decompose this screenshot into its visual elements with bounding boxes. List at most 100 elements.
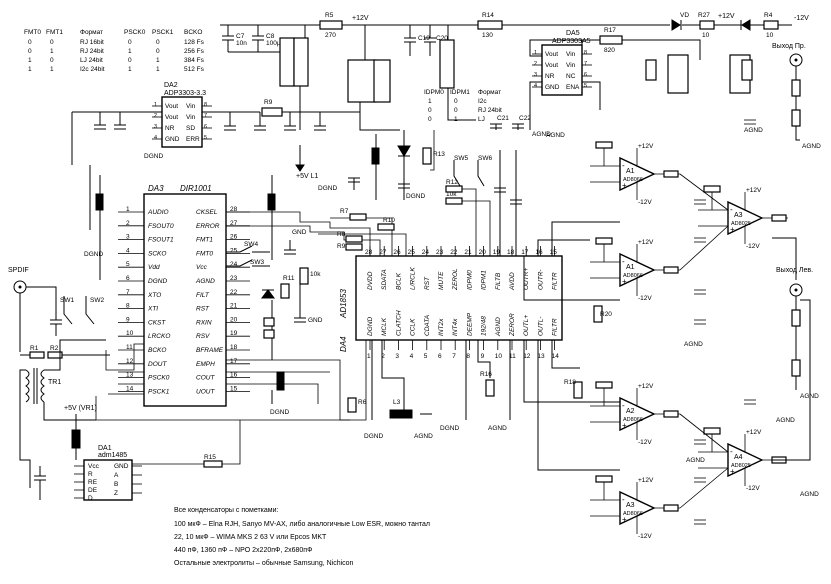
table-cell: 1 bbox=[50, 48, 54, 55]
idpm-cell: 0 bbox=[454, 98, 458, 105]
table-cell: 1 bbox=[50, 66, 54, 73]
da1-name: DA1 bbox=[98, 445, 112, 452]
notes-title: Все конденсаторы с пометками: bbox=[174, 507, 279, 514]
table-cell: 0 bbox=[156, 39, 160, 46]
pin-number: 1 bbox=[534, 50, 537, 56]
r17-label: R17 bbox=[604, 27, 616, 34]
da4-pin-label: CLATCH bbox=[395, 310, 402, 336]
da3-pin-label: RXIN bbox=[196, 319, 212, 326]
idpm-header-0: IDPM0 bbox=[424, 89, 444, 96]
opamp-vminus: -12V bbox=[638, 199, 652, 206]
r11-label: R11 bbox=[283, 275, 295, 282]
da1-body bbox=[83, 459, 133, 501]
r18-label: R18 bbox=[564, 379, 576, 386]
da1-pin-label: Vcc bbox=[88, 463, 100, 470]
r16-label: R16 bbox=[480, 371, 492, 378]
pin-label: Vin bbox=[186, 103, 196, 110]
da4-pin-label: 192/48 bbox=[481, 316, 488, 336]
da3-pin-label: SCKO bbox=[148, 250, 166, 257]
table-cell: 1 bbox=[156, 66, 160, 73]
opamp-vplus: +12V bbox=[746, 429, 762, 436]
da4-pin-number: 26 bbox=[393, 249, 401, 256]
idpm-cell: 0 bbox=[428, 116, 432, 123]
da4-pin-label: OUTR- bbox=[537, 269, 544, 290]
da1-pin-label: RE bbox=[88, 479, 98, 486]
opamp-vplus: +12V bbox=[638, 477, 654, 484]
da2-name: DA2 bbox=[164, 82, 178, 89]
table-cell: RJ 16bit bbox=[80, 39, 104, 46]
da3-pin-label: XTO bbox=[147, 292, 161, 299]
da4-pin-number: 16 bbox=[535, 249, 543, 256]
r7-label: R7 bbox=[340, 208, 349, 215]
da3-pin-label: RSV bbox=[196, 333, 210, 340]
c8-label: C8 bbox=[266, 33, 275, 40]
da1-pin-label: DE bbox=[88, 487, 98, 494]
opamp-part: AD8066 bbox=[623, 177, 643, 183]
opamp-part: AD8066 bbox=[623, 273, 643, 279]
da3-pin-label: EMPH bbox=[196, 361, 215, 368]
resistor-r5 bbox=[319, 20, 343, 30]
da4-pin-label: DGND bbox=[367, 317, 374, 336]
pin-number: 2 bbox=[534, 61, 537, 67]
opamp-plus: + bbox=[730, 225, 735, 234]
table-header-fmt1: FMT1 bbox=[46, 29, 63, 36]
da4-pin-number: 9 bbox=[481, 353, 485, 360]
pin-number: 5 bbox=[584, 83, 587, 89]
da4-pin-number: 22 bbox=[450, 249, 458, 256]
notes-line-1: 100 мкФ – Elna RJH, Sanyo MV-AX, либо ан… bbox=[174, 520, 430, 528]
right-outputs: Выход Пр. Выход Лев. R17 820 AGND AGND bbox=[529, 27, 813, 461]
da3-pin-label: Vdd bbox=[148, 264, 160, 271]
diode-vd-right bbox=[741, 19, 751, 31]
da3-pin-label: BCKO bbox=[148, 347, 166, 354]
table-cell: 128 Fs bbox=[184, 39, 205, 46]
regulator-box-6 bbox=[667, 54, 689, 94]
pin-number: 3 bbox=[154, 124, 157, 130]
upper-cap-bank: C7 10n C8 100µ bbox=[222, 25, 751, 131]
mid-components: GND R11 10k GND DGND R13 DGND DGND R12 1… bbox=[261, 130, 522, 416]
da4-pin-label: AVDD bbox=[509, 272, 516, 291]
da4-pin-label: SDATA bbox=[381, 269, 388, 290]
opamp-part: AD8066 bbox=[623, 511, 643, 517]
da4-pin-label: FILTR bbox=[552, 272, 559, 290]
opamp-vminus: -12V bbox=[746, 485, 760, 492]
resistor-r9 bbox=[261, 107, 283, 117]
pin-label: Vout bbox=[165, 103, 178, 110]
dgnd-mid: DGND bbox=[406, 193, 425, 200]
da3-pin-label: BFRAME bbox=[196, 347, 224, 354]
da3-pin-number: 23 bbox=[230, 275, 238, 282]
da3-pin-label: FMT1 bbox=[196, 237, 213, 244]
dgnd-bottom-2: DGND bbox=[440, 425, 459, 432]
da1-pin-label: D bbox=[88, 495, 93, 502]
sw3-label: SW3 bbox=[250, 259, 264, 266]
da4-pin-number: 27 bbox=[379, 249, 387, 256]
da4-bottom-wiring: R16 R18 R20 bbox=[371, 221, 620, 471]
da3-pin-label: LRCKO bbox=[148, 333, 170, 340]
opamp-vminus: -12V bbox=[638, 533, 652, 540]
table-cell: 0 bbox=[28, 39, 32, 46]
c20-label: C20 bbox=[436, 35, 448, 42]
opamp-name: A4 bbox=[734, 454, 743, 461]
da1-pin-label: GND bbox=[114, 463, 129, 470]
da4-pin-label: INT4x bbox=[452, 318, 459, 336]
pin-label: NR bbox=[165, 125, 175, 132]
da4-part: AD1853 bbox=[339, 289, 348, 319]
da2-surroundings: R9 DGND +5V L1 bbox=[71, 99, 360, 230]
table-cell: 384 Fs bbox=[184, 57, 205, 64]
da3-pin-number: 1 bbox=[126, 206, 130, 213]
power-rails: R5 270 +12V R14 130 VD R27 10 +12V R4 10… bbox=[220, 12, 809, 39]
da4-pin-number: 24 bbox=[422, 249, 430, 256]
inductor-l3 bbox=[267, 193, 276, 211]
da3-pin-label: UOUT bbox=[196, 388, 215, 395]
da3-pin-number: 15 bbox=[230, 385, 238, 392]
plus5-l1: +5V L1 bbox=[296, 173, 318, 180]
da4-pin-number: 11 bbox=[509, 353, 516, 360]
da3-pin-number: 24 bbox=[230, 261, 238, 268]
opamp-stages: A1AD8066-++12V-12VA1AD8066-++12V-12VA2AD… bbox=[590, 119, 788, 540]
agnd-da5b: AGND bbox=[546, 132, 565, 139]
da2-body bbox=[161, 96, 203, 148]
opamp-vplus: +12V bbox=[638, 143, 654, 150]
cap-bank-mid: C19 C20 C21 C22 bbox=[404, 25, 531, 130]
